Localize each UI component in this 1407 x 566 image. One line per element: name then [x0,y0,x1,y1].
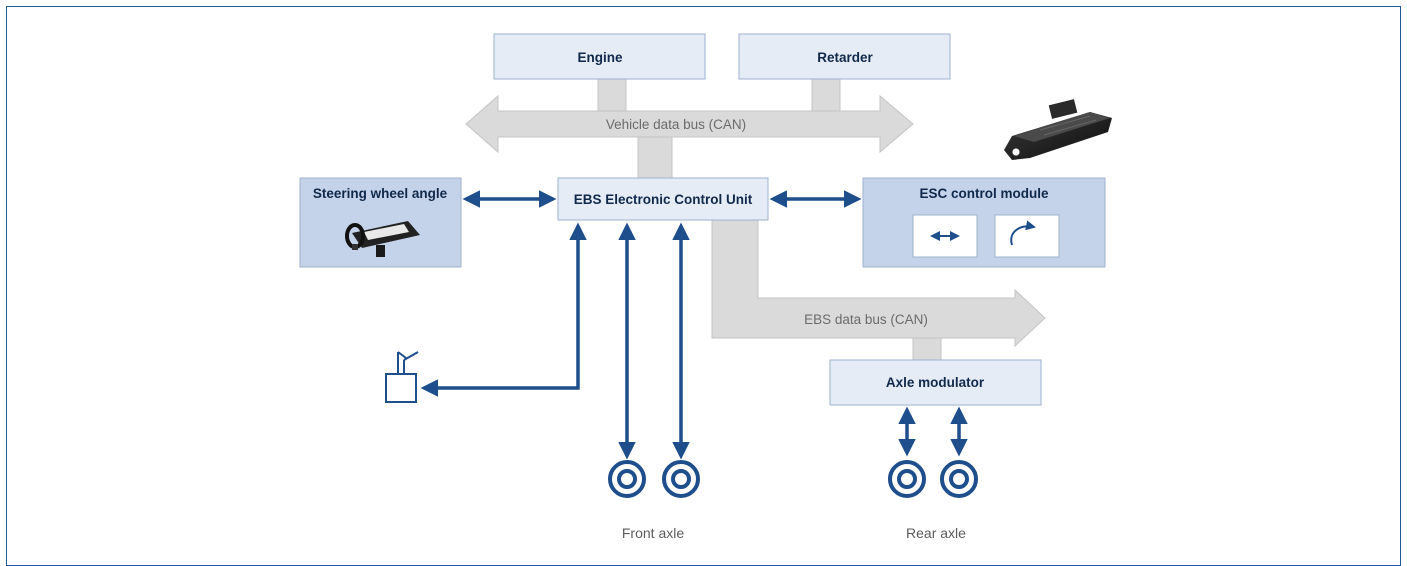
axle-modulator-box: Axle modulator [829,359,1042,406]
front-axle-label: Front axle [622,525,684,541]
esc-module-label: ESC control module [919,186,1049,201]
ebs-bus-label: EBS data bus (CAN) [804,312,928,327]
esc-module-box: ESC control module [862,177,1106,268]
ebs-data-bus: EBS data bus (CAN) [711,213,1046,361]
vehicle-bus-label: Vehicle data bus (CAN) [606,117,746,132]
engine-label: Engine [577,50,622,65]
signal-connectors [420,190,968,460]
ebs-ecu-label: EBS Electronic Control Unit [574,192,753,207]
ebs-ecu-box: EBS Electronic Control Unit [557,177,769,221]
rotation-arrow-icon [1010,220,1036,246]
rear-right-wheel-sensor-icon [940,460,978,498]
steering-angle-box: Steering wheel angle [299,177,462,268]
front-left-wheel-sensor-icon [608,460,646,498]
rear-axle-label: Rear axle [906,525,966,541]
esc-module-device-image [1004,99,1112,160]
brake-signal-transmitter-icon [385,351,419,403]
rear-left-wheel-sensor-icon [888,460,926,498]
ecu-pedal-link [420,222,587,397]
retarder-box: Retarder [738,33,951,80]
axle-modulator-label: Axle modulator [886,375,985,390]
vehicle-data-bus: Vehicle data bus (CAN) [465,78,914,180]
yaw-rate-sensor [994,214,1060,258]
steering-angle-label: Steering wheel angle [313,186,448,201]
front-right-wheel-sensor-icon [662,460,700,498]
retarder-label: Retarder [817,50,873,65]
engine-box: Engine [493,33,706,80]
steering-angle-sensor-image [345,221,420,257]
ebs-system-diagram: Vehicle data bus (CAN) EBS data bus (CAN… [299,33,1112,541]
